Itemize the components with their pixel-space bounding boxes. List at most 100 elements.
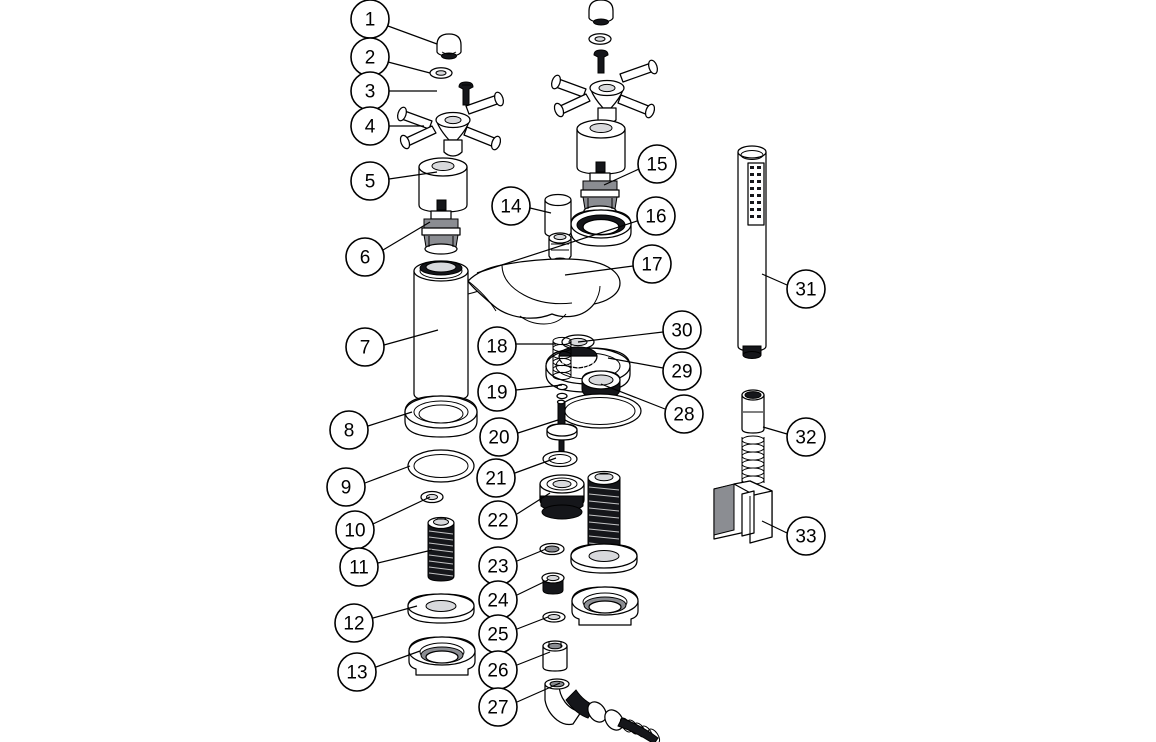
spout-body xyxy=(467,258,621,325)
leader-line-8 xyxy=(367,411,413,427)
callout-label-27: 27 xyxy=(487,698,508,719)
callout-circle-33 xyxy=(786,516,826,556)
callout-label-31: 31 xyxy=(795,280,816,301)
callout-circle-30 xyxy=(662,310,702,350)
callout-circle-12 xyxy=(334,603,374,643)
callout-label-25: 25 xyxy=(487,625,508,646)
callout-8[interactable]: 8 xyxy=(329,410,369,450)
callout-circle-5 xyxy=(350,161,390,201)
centre-flat-washer xyxy=(570,543,638,574)
part-20-spindle xyxy=(546,399,578,453)
callout-circle-15 xyxy=(637,144,677,184)
callout-31[interactable]: 31 xyxy=(786,269,826,309)
callout-25[interactable]: 25 xyxy=(478,614,518,654)
leader-line-22 xyxy=(516,492,551,515)
leader-line-20 xyxy=(517,419,559,434)
callout-label-17: 17 xyxy=(641,255,662,276)
leader-line-5 xyxy=(388,171,438,180)
callout-6[interactable]: 6 xyxy=(345,237,385,277)
part-10-small-washer xyxy=(420,490,444,504)
callout-12[interactable]: 12 xyxy=(334,603,374,643)
callout-label-26: 26 xyxy=(487,661,508,682)
callout-16[interactable]: 16 xyxy=(636,196,676,236)
callout-label-6: 6 xyxy=(360,248,371,269)
leader-line-19 xyxy=(515,384,563,391)
leader-line-14 xyxy=(529,207,552,214)
callout-circle-32 xyxy=(786,417,826,457)
part-33-wall-bracket xyxy=(713,480,773,544)
callout-circle-18 xyxy=(477,326,517,366)
callout-17[interactable]: 17 xyxy=(632,244,672,284)
leader-line-11 xyxy=(377,549,433,564)
callout-14[interactable]: 14 xyxy=(491,186,531,226)
part-19-orings xyxy=(556,383,568,400)
centre-handle-stack xyxy=(550,0,659,175)
callout-circle-4 xyxy=(350,106,390,146)
callout-4[interactable]: 4 xyxy=(350,106,390,146)
callout-23[interactable]: 23 xyxy=(478,546,518,586)
part-23-washer xyxy=(539,542,565,556)
callout-5[interactable]: 5 xyxy=(350,161,390,201)
callout-9[interactable]: 9 xyxy=(326,467,366,507)
callout-21[interactable]: 21 xyxy=(476,458,516,498)
callout-30[interactable]: 30 xyxy=(662,310,702,350)
callout-label-21: 21 xyxy=(485,469,506,490)
callout-label-3: 3 xyxy=(365,82,376,103)
callout-circle-8 xyxy=(329,410,369,450)
part-27-elbow-hose xyxy=(544,678,661,742)
part-7-riser-body xyxy=(413,260,509,402)
part-3-screw xyxy=(458,81,474,106)
callout-10[interactable]: 10 xyxy=(335,510,375,550)
leader-line-15 xyxy=(603,168,640,186)
callout-20[interactable]: 20 xyxy=(479,417,519,457)
leader-line-12 xyxy=(372,605,418,619)
callout-15[interactable]: 15 xyxy=(637,144,677,184)
part-13-backnut xyxy=(408,636,476,676)
part-12-flat-washer xyxy=(407,593,475,624)
callout-label-14: 14 xyxy=(500,197,522,218)
callout-32[interactable]: 32 xyxy=(786,417,826,457)
callout-26[interactable]: 26 xyxy=(478,650,518,690)
callout-28[interactable]: 28 xyxy=(664,394,704,434)
callout-22[interactable]: 22 xyxy=(478,500,518,540)
callout-circle-16 xyxy=(636,196,676,236)
part-6-cartridge xyxy=(421,199,461,255)
callout-circle-27 xyxy=(478,687,518,727)
callout-27[interactable]: 27 xyxy=(478,687,518,727)
leader-line-24 xyxy=(516,579,549,596)
callout-1[interactable]: 1 xyxy=(350,0,390,39)
callout-18[interactable]: 18 xyxy=(477,326,517,366)
callout-24[interactable]: 24 xyxy=(478,580,518,620)
callout-29[interactable]: 29 xyxy=(662,351,702,391)
callout-33[interactable]: 33 xyxy=(786,516,826,556)
parts-artwork xyxy=(396,0,773,742)
callout-3[interactable]: 3 xyxy=(350,71,390,111)
leader-line-7 xyxy=(383,329,439,346)
part-16-seat-ring xyxy=(570,209,632,247)
part-25-oring xyxy=(542,611,566,623)
leader-line-17 xyxy=(564,265,634,276)
callout-11[interactable]: 11 xyxy=(339,547,379,587)
part-2-washer xyxy=(429,67,453,79)
callout-7[interactable]: 7 xyxy=(345,327,385,367)
callout-layer: 1234567891011121314151617181920212223242… xyxy=(326,0,826,727)
callout-circle-19 xyxy=(477,372,517,412)
callout-13[interactable]: 13 xyxy=(337,652,377,692)
leader-line-21 xyxy=(514,457,557,474)
callout-label-23: 23 xyxy=(487,557,508,578)
leader-lines xyxy=(364,25,788,703)
callout-label-8: 8 xyxy=(344,421,355,442)
callout-label-7: 7 xyxy=(360,338,371,359)
leader-line-16 xyxy=(476,220,638,274)
callout-label-11: 11 xyxy=(349,558,369,579)
callout-label-2: 2 xyxy=(365,48,376,69)
leader-line-23 xyxy=(516,548,547,562)
part-32-hose-connector xyxy=(741,389,765,485)
leader-line-2 xyxy=(387,61,431,74)
callout-circle-7 xyxy=(345,327,385,367)
leader-line-28 xyxy=(600,383,666,410)
leader-line-30 xyxy=(577,331,664,343)
callout-19[interactable]: 19 xyxy=(477,372,517,412)
callout-2[interactable]: 2 xyxy=(350,37,390,77)
